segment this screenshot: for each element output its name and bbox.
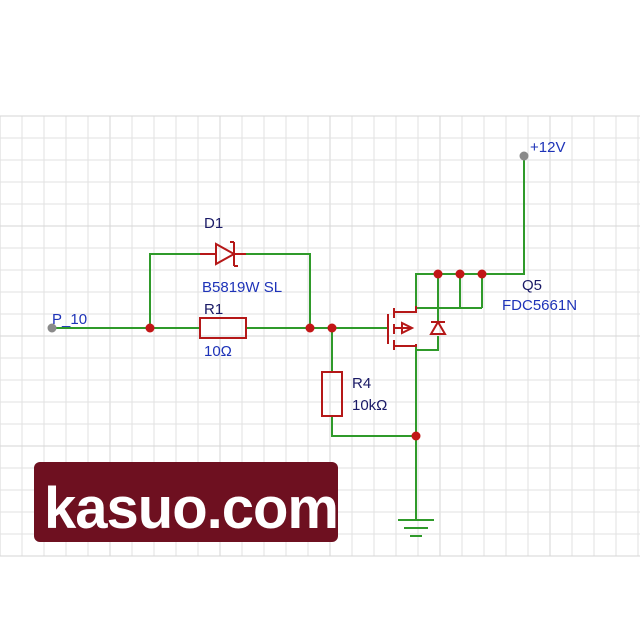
junction-left bbox=[145, 323, 155, 333]
r4-value: 10kΩ bbox=[352, 397, 387, 414]
port-p10-pin[interactable] bbox=[47, 323, 57, 333]
ground-symbol bbox=[398, 519, 434, 537]
mosfet-q5-symbol[interactable] bbox=[387, 306, 447, 350]
wire-body-diode bbox=[416, 308, 439, 351]
junction-mid bbox=[305, 323, 315, 333]
port-p10-label: P_10 bbox=[52, 311, 87, 328]
wire-diode-left bbox=[149, 253, 200, 328]
wire-drain-fingers bbox=[416, 274, 483, 309]
junction-drain-3 bbox=[477, 269, 487, 279]
r1-value: 10Ω bbox=[204, 343, 232, 360]
wire-drain-rail bbox=[415, 156, 525, 306]
wire-diode-right bbox=[246, 253, 311, 328]
junction-source bbox=[411, 431, 421, 441]
r4-designator: R4 bbox=[352, 375, 371, 392]
r1-designator: R1 bbox=[204, 301, 223, 318]
junctions bbox=[145, 269, 487, 441]
watermark-background bbox=[34, 462, 338, 542]
q5-designator: Q5 bbox=[522, 277, 542, 294]
wires bbox=[52, 156, 525, 520]
junction-drain-2 bbox=[455, 269, 465, 279]
port-12v-pin[interactable] bbox=[519, 151, 529, 161]
resistor-r1-symbol[interactable] bbox=[199, 317, 247, 339]
wire-r4-bottom bbox=[331, 416, 416, 437]
q5-value: FDC5661N bbox=[502, 297, 577, 314]
junction-drain-1 bbox=[433, 269, 443, 279]
junction-gate bbox=[327, 323, 337, 333]
port-12v-label: +12V bbox=[530, 139, 565, 156]
diode-d1-symbol[interactable] bbox=[200, 241, 246, 267]
d1-designator: D1 bbox=[204, 215, 223, 232]
watermark-text: kasuo.com bbox=[44, 476, 338, 541]
resistor-r4-symbol[interactable] bbox=[321, 371, 343, 417]
d1-value: B5819W SL bbox=[202, 279, 282, 296]
watermark: kasuo.com bbox=[34, 462, 339, 542]
